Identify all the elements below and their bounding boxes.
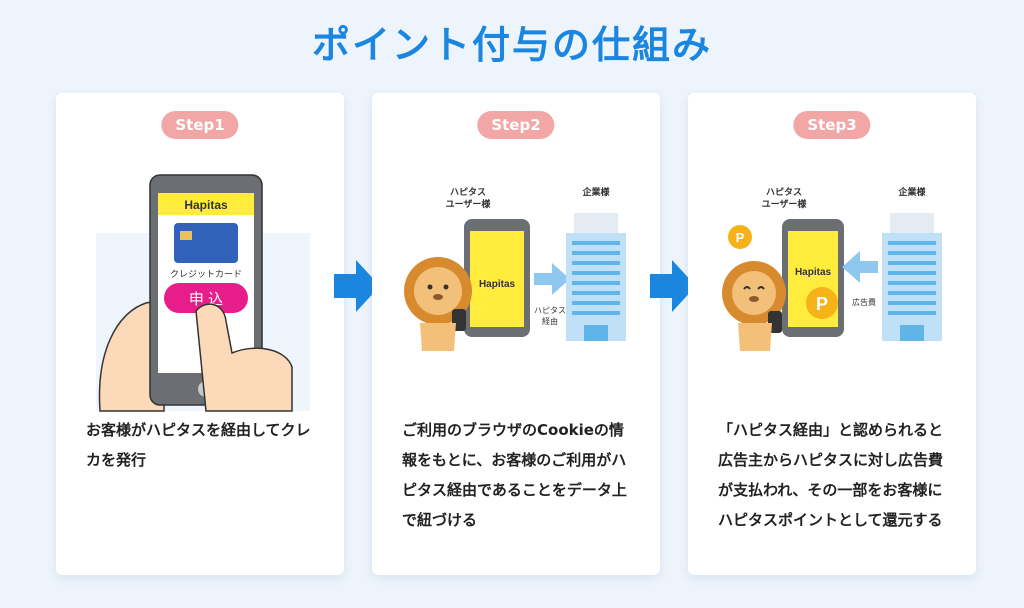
flow-label: 経由: [542, 316, 558, 326]
page-title: ポイント付与の仕組み: [311, 23, 712, 67]
user-label: ハピタス: [766, 186, 802, 197]
user-label: ユーザー様: [446, 198, 492, 209]
step-card-1: Step1 Hapitas クレジットカード 申 込 お客様がハピタスを経由して…: [56, 93, 344, 575]
user-label: ハピタス: [450, 186, 486, 197]
step-description: ご利用のブラウザのCookieの情報をもとに、お客様のご利用がハピタス経由である…: [402, 421, 627, 529]
step-description: 「ハピタス経由」と認められると広告主からハピタスに対し広告費が支払われ、その一部…: [718, 421, 944, 529]
flow-label: ハピタス: [534, 306, 566, 315]
coin-icon: P: [816, 294, 828, 314]
user-label: ユーザー様: [762, 198, 808, 209]
step-badge: Step3: [793, 111, 871, 139]
brand-logo: Hapitas: [184, 198, 228, 212]
step-badge: Step2: [477, 111, 555, 139]
company-label: 企業様: [581, 186, 610, 197]
arrow-right-icon: [334, 260, 380, 312]
apply-button[interactable]: 申 込: [189, 291, 223, 308]
step3-illustration: ハピタス ユーザー様 P Hapitas P 広告費 企業様: [722, 186, 942, 351]
company-label: 企業様: [897, 186, 926, 197]
arrow-right-icon: [650, 260, 696, 312]
brand-logo: Hapitas: [795, 267, 832, 278]
card-label: クレジットカード: [170, 269, 242, 279]
step-card-3: Step3 ハピタス ユーザー様 P Hapitas P 広告費 企業様: [688, 93, 976, 575]
step-card-2: Step2 ハピタス ユーザー様 Hapitas ハピタス 経由 企業様 ご利用…: [372, 93, 660, 575]
step2-illustration: ハピタス ユーザー様 Hapitas ハピタス 経由 企業様: [404, 186, 626, 351]
flow-label: 広告費: [852, 297, 876, 307]
brand-logo: Hapitas: [479, 279, 516, 290]
step-badge: Step1: [161, 111, 239, 139]
step1-illustration: Hapitas クレジットカード 申 込: [96, 174, 310, 412]
coin-icon: P: [736, 230, 745, 245]
step-description: お客様がハピタスを経由してクレカを発行: [86, 421, 311, 469]
